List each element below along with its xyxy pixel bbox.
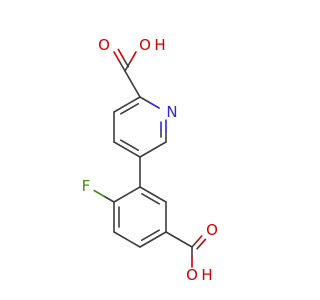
bond-top-c-o-double-1-x <box>113 51 121 63</box>
bond-top-c-oh-x <box>129 51 137 63</box>
bz-bond-c1-c2 <box>139 186 167 203</box>
pyr-bond-c3-c2 <box>113 96 141 113</box>
bond-top-c-oh-c <box>124 60 132 72</box>
pyridine-nitrogen-label: N <box>166 103 177 121</box>
bz-bond-c3-c4 <box>139 231 167 248</box>
bond-c-f-x <box>93 189 105 198</box>
bz-bond-c6-c1 <box>113 186 141 203</box>
bond-ring-to-top-carboxyl <box>124 70 141 98</box>
bond-bottom-c-o-double-1-c <box>191 240 198 248</box>
pyr-bond-c2-n1-c <box>139 96 151 104</box>
bz-bond-c4-c5 <box>113 231 141 248</box>
bottom-hydroxyl-hydrogen-label: H <box>201 266 212 284</box>
pyr-bond-c6-c5 <box>139 141 167 158</box>
bond-bottom-c-o-double-2-c <box>196 243 203 250</box>
top-hydroxyl-hydrogen-label: H <box>154 36 165 54</box>
pyr-bond-c5-c4-inner <box>120 139 139 151</box>
bond-ring-to-bottom-carboxyl <box>165 231 193 248</box>
bz-bond-c1-c2-inner <box>141 193 160 205</box>
pyr-bond-c3-c2-inner <box>120 103 139 115</box>
bz-bond-c3-c4-inner <box>141 229 160 241</box>
bond-c-f-c <box>103 195 115 203</box>
top-hydroxyl-oxygen-label: O <box>139 36 151 54</box>
pyr-bond-c2-n1-x <box>148 101 160 109</box>
top-carbonyl-oxygen-label: O <box>98 36 110 54</box>
fluorine-label: F <box>82 177 91 195</box>
bond-top-c-o-double-2-x <box>117 48 125 59</box>
bond-top-c-o-double-1-c <box>118 60 126 72</box>
bond-bottom-c-o-double-2-x <box>200 238 207 245</box>
pyr-bond-c5-c4 <box>113 141 141 158</box>
bottom-carbonyl-oxygen-label: O <box>206 221 218 239</box>
bond-bottom-c-o-double-1-x <box>196 235 203 243</box>
bottom-hydroxyl-oxygen-label: O <box>186 266 198 284</box>
